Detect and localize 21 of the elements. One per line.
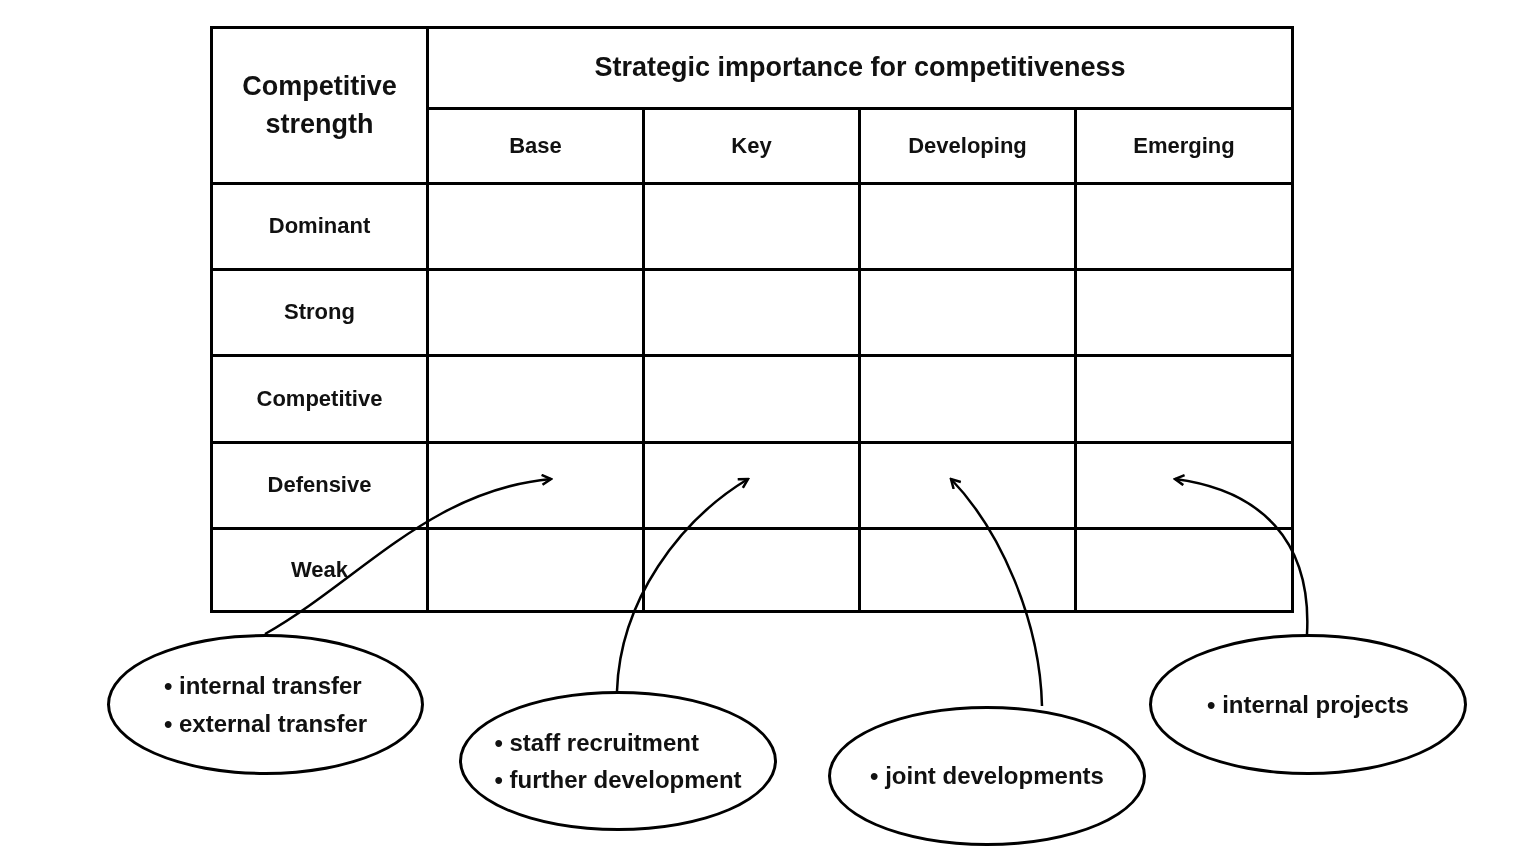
header-text: Defensive	[267, 471, 372, 500]
header-text: Developing	[908, 131, 1027, 160]
header-text: Competitive	[256, 384, 383, 413]
header-text: Base	[509, 131, 562, 160]
header-text: Strong	[284, 298, 355, 327]
bullet-item: • external transfer	[163, 708, 368, 739]
header-text: Emerging	[1133, 131, 1235, 160]
header-text: Strategic importance for competitiveness	[594, 51, 1126, 85]
bullet-item: • further development	[494, 765, 742, 795]
header-text: Key	[731, 131, 772, 160]
curved-arrow	[1173, 474, 1309, 634]
bullet-item: • internal projects	[1207, 689, 1409, 720]
bullet-item: • internal transfer	[163, 671, 363, 702]
header-text: Weak	[290, 555, 349, 584]
curved-arrow	[615, 477, 750, 692]
curved-arrow	[949, 477, 1044, 707]
header-text: Competitive strength	[241, 69, 398, 141]
bullet-item: • joint developments	[870, 761, 1104, 792]
curved-arrow	[264, 474, 553, 636]
header-text: Dominant	[268, 212, 371, 241]
bullet-item: • staff recruitment	[494, 727, 700, 758]
